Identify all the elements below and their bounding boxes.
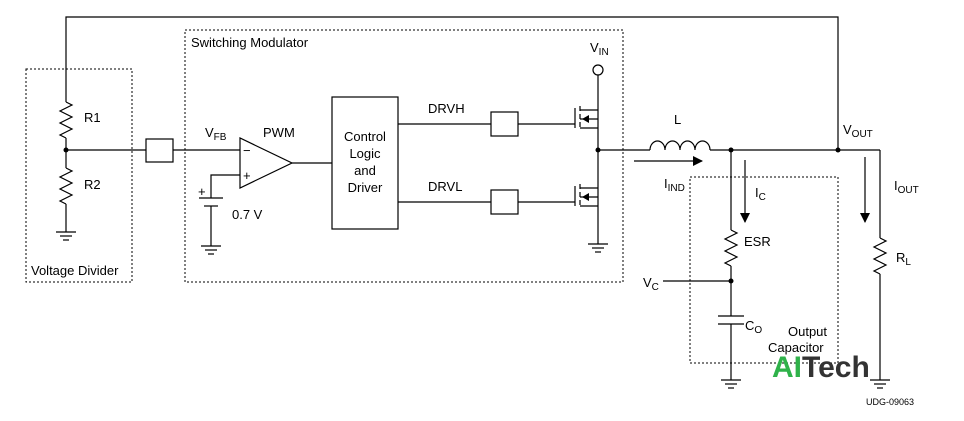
control-text-1: Control	[344, 129, 386, 144]
output-capacitor-block	[689, 176, 839, 364]
reference-voltage-label: 0.7 V	[232, 207, 263, 222]
vin-label: VIN	[590, 40, 609, 58]
resistor-r1	[58, 101, 74, 139]
drvh-buffer-box	[490, 111, 519, 137]
vfb-label: VFB	[205, 125, 227, 143]
resistor-esr	[723, 229, 739, 267]
control-text-2: Logic	[349, 146, 381, 161]
control-text-3: and	[354, 163, 376, 178]
figure-id: UDG-09063	[866, 397, 914, 407]
pwm-label: PWM	[263, 125, 295, 140]
high-side-mosfet	[574, 80, 599, 150]
rl-label: RL	[896, 250, 911, 268]
comparator-minus: −	[243, 143, 251, 158]
resistor-rl	[872, 237, 888, 275]
low-side-mosfet	[574, 150, 599, 244]
resistor-r2	[58, 167, 74, 205]
vc-node	[728, 278, 734, 284]
voltage-divider-block	[25, 68, 133, 283]
ground-load	[870, 379, 890, 389]
switching-modulator-label: Switching Modulator	[191, 35, 309, 50]
vout-label: VOUT	[843, 122, 873, 140]
ic-label: IC	[755, 185, 766, 203]
voltage-divider-label: Voltage Divider	[31, 263, 119, 278]
inductor	[649, 140, 711, 151]
pwm-comparator	[239, 137, 294, 189]
ground-reference	[201, 245, 221, 255]
r2-label: R2	[84, 177, 101, 192]
ground-divider	[56, 231, 76, 241]
ground-lowside	[588, 243, 608, 253]
vout-node	[835, 147, 841, 153]
capacitor-co	[718, 315, 744, 325]
co-label: CO	[745, 318, 762, 336]
output-capacitor-label-1: Output	[788, 324, 827, 339]
drvl-buffer-box	[490, 189, 519, 215]
control-text-4: Driver	[348, 180, 383, 195]
output-capacitor-label-2: Capacitor	[768, 340, 824, 355]
reference-source	[199, 197, 223, 246]
inductor-label: L	[674, 112, 681, 127]
ground-capacitor	[721, 379, 741, 389]
watermark: AITech	[772, 351, 870, 384]
vin-terminal	[592, 64, 604, 76]
drvl-label: DRVL	[428, 179, 462, 194]
vc-label: VC	[643, 275, 659, 293]
feedback-buffer-box	[145, 138, 174, 163]
switching-modulator-block	[184, 29, 624, 283]
feedback-wire	[65, 16, 839, 150]
control-logic-block	[331, 96, 399, 230]
reference-plus: +	[198, 184, 206, 199]
r1-label: R1	[84, 110, 101, 125]
drvh-label: DRVH	[428, 101, 465, 116]
comparator-plus: +	[243, 168, 251, 183]
esr-label: ESR	[744, 234, 771, 249]
iout-label: IOUT	[894, 178, 919, 196]
iind-label: IIND	[664, 176, 685, 194]
